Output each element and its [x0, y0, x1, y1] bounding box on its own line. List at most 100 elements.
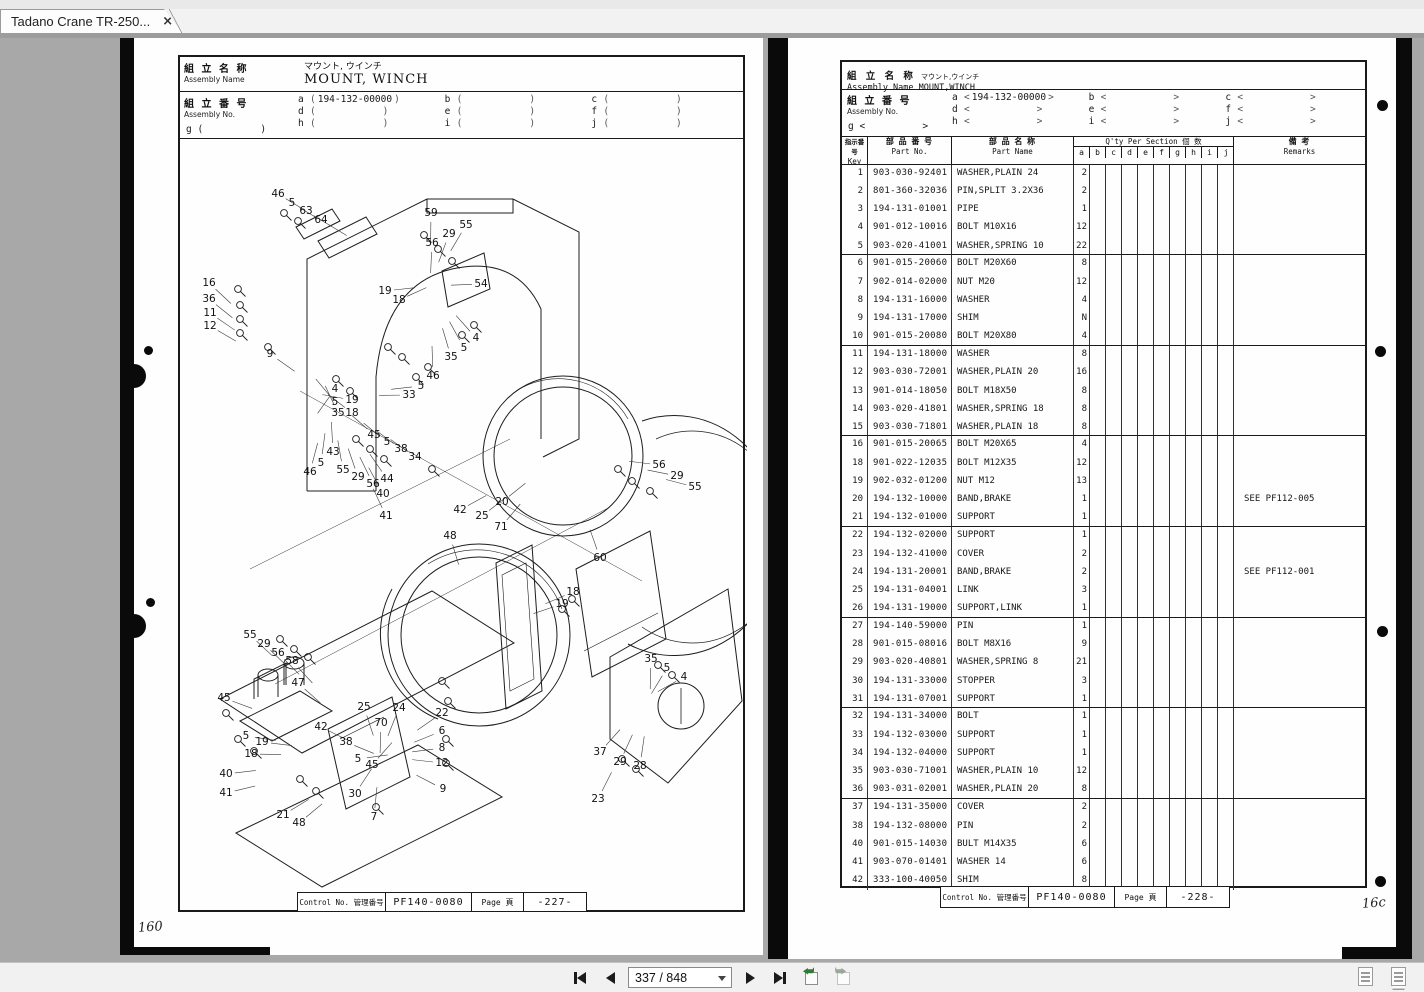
cell-qty-h	[1186, 328, 1202, 347]
bolt-stem	[352, 393, 358, 399]
cell-qty-d	[1122, 291, 1138, 310]
bolt-stem	[256, 753, 262, 759]
cell-key-no: 31	[842, 690, 868, 709]
first-page-button[interactable]	[568, 967, 592, 989]
bolt-stem	[404, 359, 410, 365]
two-page-view-button[interactable]	[1391, 967, 1406, 986]
next-view-button[interactable]: ⮩	[834, 964, 856, 988]
cell-qty-j	[1218, 563, 1234, 582]
callout-leader	[640, 736, 645, 758]
assembly-no-slot: f( )	[591, 106, 682, 117]
bolt-glyph	[632, 765, 640, 773]
cell-qty-e	[1138, 797, 1154, 818]
cell-qty-b	[1090, 418, 1106, 437]
cell-qty-c	[1106, 183, 1122, 202]
cell-qty-j	[1218, 418, 1234, 437]
cell-qty-a: 22	[1074, 237, 1090, 256]
previous-page-button[interactable]	[598, 967, 622, 989]
cell-qty-i	[1202, 509, 1218, 528]
cell-qty-j	[1218, 853, 1234, 872]
cell-key-no: 9	[842, 310, 868, 329]
cell-qty-i	[1202, 563, 1218, 582]
bolt-glyph	[276, 635, 284, 643]
callout-label: 5	[289, 197, 296, 209]
cell-part-name: BOLT M18X50	[952, 382, 1074, 401]
cell-remarks	[1234, 328, 1365, 346]
cell-qty-a: 2	[1074, 563, 1090, 582]
callout-label: 60	[593, 552, 606, 564]
callout-leader	[359, 456, 370, 477]
cell-qty-a: 1	[1074, 509, 1090, 528]
cell-key-no: 4	[842, 219, 868, 238]
cell-qty-j	[1218, 797, 1234, 818]
callout-leader	[407, 287, 427, 297]
qty-col-letter: j	[1223, 148, 1229, 157]
callout-leader	[270, 650, 286, 666]
cell-qty-a: 8	[1074, 382, 1090, 401]
cell-qty-j	[1218, 871, 1234, 890]
page-dropdown-caret[interactable]	[718, 976, 726, 981]
document-page-left: 組 立 名 称 Assembly Name マウント, ウインチ MOUNT, …	[120, 38, 763, 955]
callout-leader	[412, 759, 434, 763]
callout-label: 46	[426, 370, 440, 382]
cell-qty-i	[1202, 183, 1218, 202]
page-indicator-input[interactable]: 337 / 848	[628, 967, 732, 988]
cell-qty-g	[1170, 219, 1186, 238]
col-qty-header: Q'ty Per Section 個 数	[1105, 137, 1202, 146]
previous-view-button[interactable]: ⮨	[802, 964, 824, 988]
assembly-no-slot-g-r: g < >	[848, 121, 929, 132]
cell-qty-f	[1154, 382, 1170, 401]
single-page-view-button[interactable]	[1358, 967, 1373, 986]
callout-leader	[284, 659, 300, 675]
bolt-glyph	[234, 735, 242, 743]
callout-leader	[315, 378, 330, 396]
last-page-button[interactable]	[768, 967, 792, 989]
cell-qty-b	[1090, 690, 1106, 709]
next-page-button[interactable]	[738, 967, 762, 989]
cell-qty-d	[1122, 726, 1138, 745]
cell-qty-f	[1154, 636, 1170, 655]
cell-qty-e	[1138, 219, 1154, 238]
callout-leader	[393, 287, 415, 291]
bolt-glyph	[384, 343, 392, 351]
col-partname-en: Part Name	[992, 147, 1033, 156]
cell-qty-g	[1170, 364, 1186, 383]
bolt-stem	[228, 715, 234, 721]
callout-label: 22	[435, 707, 448, 719]
cell-part-no: 901-015-14030	[868, 835, 952, 854]
cell-qty-a: 8	[1074, 400, 1090, 419]
assembly-no-slot: a(194-132-00000)	[298, 94, 400, 105]
cell-qty-j	[1218, 616, 1234, 637]
cell-qty-c	[1106, 690, 1122, 709]
cell-qty-f	[1154, 418, 1170, 437]
cell-qty-g	[1170, 817, 1186, 836]
cell-qty-h	[1186, 344, 1202, 365]
callout-label: 43	[326, 446, 339, 458]
control-no-block-r: Control No. 管理番号 PF140-0080 Page 頁 -228-	[940, 886, 1230, 908]
cell-key-no: 36	[842, 781, 868, 800]
assembly-no-slot: c< >	[1225, 92, 1316, 103]
callout-leader	[647, 469, 669, 475]
cell-qty-e	[1138, 382, 1154, 401]
cell-qty-i	[1202, 600, 1218, 619]
cell-qty-d	[1122, 835, 1138, 854]
cell-remarks	[1234, 872, 1365, 890]
cell-qty-i	[1202, 237, 1218, 256]
cell-qty-f	[1154, 491, 1170, 510]
cell-qty-h	[1186, 707, 1202, 727]
cell-qty-i	[1202, 382, 1218, 401]
cell-remarks	[1234, 364, 1365, 382]
document-tab[interactable]: Tadano Crane TR-250... ×	[0, 9, 182, 33]
cell-qty-c	[1106, 165, 1122, 184]
bolt-stem	[242, 321, 248, 327]
cell-remarks	[1234, 383, 1365, 401]
cell-qty-a: 16	[1074, 364, 1090, 383]
bolt-glyph	[448, 257, 456, 265]
callout-leader	[414, 734, 434, 743]
cell-qty-c	[1106, 382, 1122, 401]
assembly-no-slot: b( )	[444, 94, 536, 105]
cell-qty-f	[1154, 797, 1170, 818]
cell-part-no: 194-131-33000	[868, 672, 952, 691]
